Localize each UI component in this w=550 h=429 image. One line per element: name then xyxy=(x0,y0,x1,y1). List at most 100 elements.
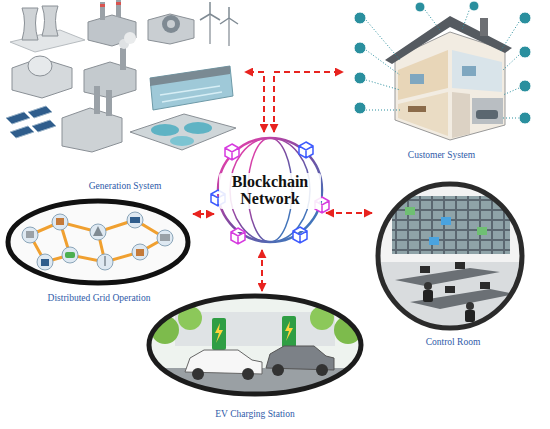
house-art xyxy=(519,46,531,58)
globe-art xyxy=(211,138,329,244)
generation-art xyxy=(100,2,105,20)
generation-art xyxy=(130,114,236,150)
generation-art xyxy=(200,2,220,20)
ev-station-art xyxy=(192,368,204,380)
house-art xyxy=(354,12,366,24)
node-caption: Distributed Grid Operation xyxy=(46,293,153,303)
node-caption: Generation System xyxy=(87,181,164,191)
grid-art xyxy=(56,218,64,225)
grid-art xyxy=(52,214,68,230)
house-art xyxy=(519,12,531,24)
house-art xyxy=(519,112,531,124)
globe-art xyxy=(218,138,322,242)
house-art xyxy=(366,110,400,111)
control-room-art xyxy=(424,282,432,290)
globe-art xyxy=(293,227,307,243)
grid-art xyxy=(41,259,49,266)
control-room-art xyxy=(405,207,415,215)
generation-art xyxy=(116,0,121,17)
ev-station-art xyxy=(272,364,284,376)
house-art xyxy=(480,18,488,36)
generation-art xyxy=(28,106,52,118)
hub-label: Blockchain Network xyxy=(219,173,321,209)
grid-art xyxy=(37,254,53,270)
generation-art xyxy=(150,66,230,86)
generation-art xyxy=(167,20,175,28)
house-art xyxy=(366,50,400,75)
system-caption-box: Distributed Grid Operation xyxy=(5,197,193,305)
generation-art xyxy=(150,66,233,110)
house-art xyxy=(500,22,519,52)
house-art xyxy=(354,72,366,84)
dashed-arrow xyxy=(245,72,264,132)
house-art xyxy=(410,74,424,84)
system-caption-box: Generation System xyxy=(5,0,245,193)
generation-art xyxy=(184,122,212,134)
generation-art xyxy=(42,6,58,36)
system-caption-box: Customer System xyxy=(343,0,540,162)
globe-art xyxy=(231,228,245,244)
ev-station-art xyxy=(150,306,370,400)
generation-art xyxy=(100,4,105,7)
ev-station-art xyxy=(242,368,254,380)
ev-station-art xyxy=(285,321,293,341)
ev-station-art xyxy=(316,364,328,376)
house-art xyxy=(354,42,366,54)
ev-station-art xyxy=(215,323,223,343)
grid-art xyxy=(157,230,173,246)
generation-art xyxy=(62,108,122,152)
globe-art xyxy=(225,144,239,160)
control-room-art xyxy=(378,262,522,330)
generation-art xyxy=(151,124,179,136)
house-art xyxy=(385,16,512,64)
hub-node: Blockchain Network xyxy=(214,132,326,250)
globe-art xyxy=(299,142,313,158)
generation-art xyxy=(6,112,30,124)
generation-art xyxy=(160,86,222,102)
grid-art xyxy=(136,249,144,256)
house-art xyxy=(354,1,531,140)
control-room-art xyxy=(378,184,522,328)
system-caption-box: Control Room xyxy=(372,179,534,349)
control-room-art xyxy=(445,286,455,293)
grid-art xyxy=(93,226,103,236)
generation-art xyxy=(116,2,121,5)
control-room-art xyxy=(420,266,430,273)
generation-art xyxy=(94,86,100,114)
grid-art xyxy=(8,201,188,283)
house-art xyxy=(366,8,519,118)
grid-art xyxy=(22,227,38,243)
grid-art xyxy=(97,254,113,270)
node-caption: Customer System xyxy=(406,150,477,160)
control-room-art xyxy=(429,237,439,245)
ev-station-art xyxy=(149,296,361,394)
generation-art xyxy=(6,0,238,152)
generation-art xyxy=(10,126,34,138)
house-art xyxy=(452,50,502,92)
grid-art xyxy=(127,212,143,228)
control-room-art xyxy=(392,196,510,254)
house-art xyxy=(425,10,440,30)
globe-art xyxy=(228,159,312,161)
generation-art xyxy=(209,14,211,44)
generation-art xyxy=(228,18,230,46)
dashed-arrow xyxy=(261,250,263,291)
grid-art xyxy=(26,231,34,238)
generation-art xyxy=(148,14,194,44)
generation-art xyxy=(22,8,38,40)
grid-art xyxy=(62,247,78,263)
control-room-art xyxy=(480,282,490,289)
control-room-art xyxy=(465,310,475,322)
house-art xyxy=(503,88,519,95)
house-art xyxy=(452,92,470,138)
house-art xyxy=(469,1,479,11)
generation-art xyxy=(220,7,238,24)
control-room-art xyxy=(441,217,451,225)
grid-art xyxy=(22,212,173,270)
grid-art xyxy=(132,244,148,260)
ev-station-art xyxy=(282,316,296,348)
house-art xyxy=(354,1,531,124)
grid-art xyxy=(130,217,140,223)
house-art xyxy=(519,80,531,92)
